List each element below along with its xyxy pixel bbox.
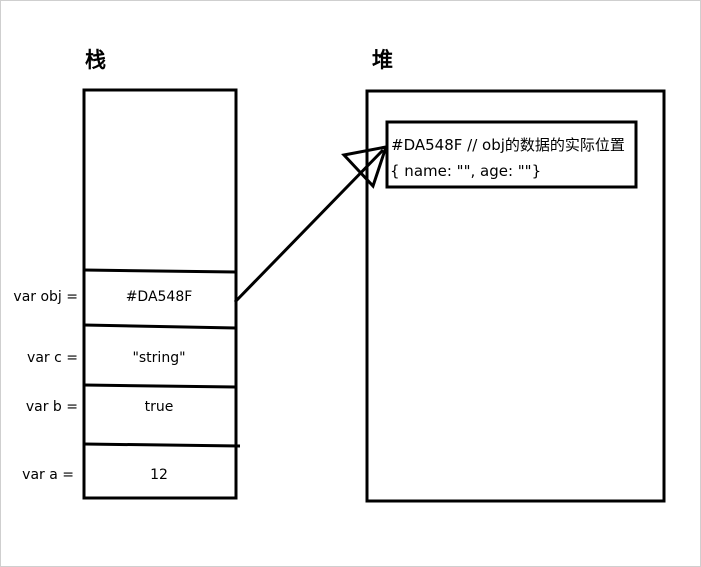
stack-value-c: "string" xyxy=(132,350,186,366)
reference-arrow-head xyxy=(341,145,389,189)
stack-label-b: var b = xyxy=(25,399,78,415)
stack-divider-2 xyxy=(83,323,237,330)
reference-arrow-line xyxy=(233,148,385,304)
stack-value-a: 12 xyxy=(150,467,168,483)
heap-container xyxy=(365,89,666,503)
stack-label-a: var a = xyxy=(22,467,74,483)
stack-value-obj: #DA548F xyxy=(125,289,193,305)
stack-label-c: var c = xyxy=(27,350,78,366)
stack-label-obj: var obj = xyxy=(13,289,78,305)
heap-title: 堆 xyxy=(372,48,393,72)
stack-title: 栈 xyxy=(85,48,106,72)
heap-object-content: { name: "", age: ""} xyxy=(390,162,542,180)
stack-divider-4 xyxy=(83,442,241,448)
heap-object-address: #DA548F // obj的数据的实际位置 xyxy=(391,136,625,154)
stack-value-b: true xyxy=(144,399,174,415)
stack-divider-1 xyxy=(83,268,237,274)
stack-divider-3 xyxy=(83,383,237,389)
stack-column xyxy=(82,88,238,500)
heap-object-box xyxy=(385,120,638,189)
